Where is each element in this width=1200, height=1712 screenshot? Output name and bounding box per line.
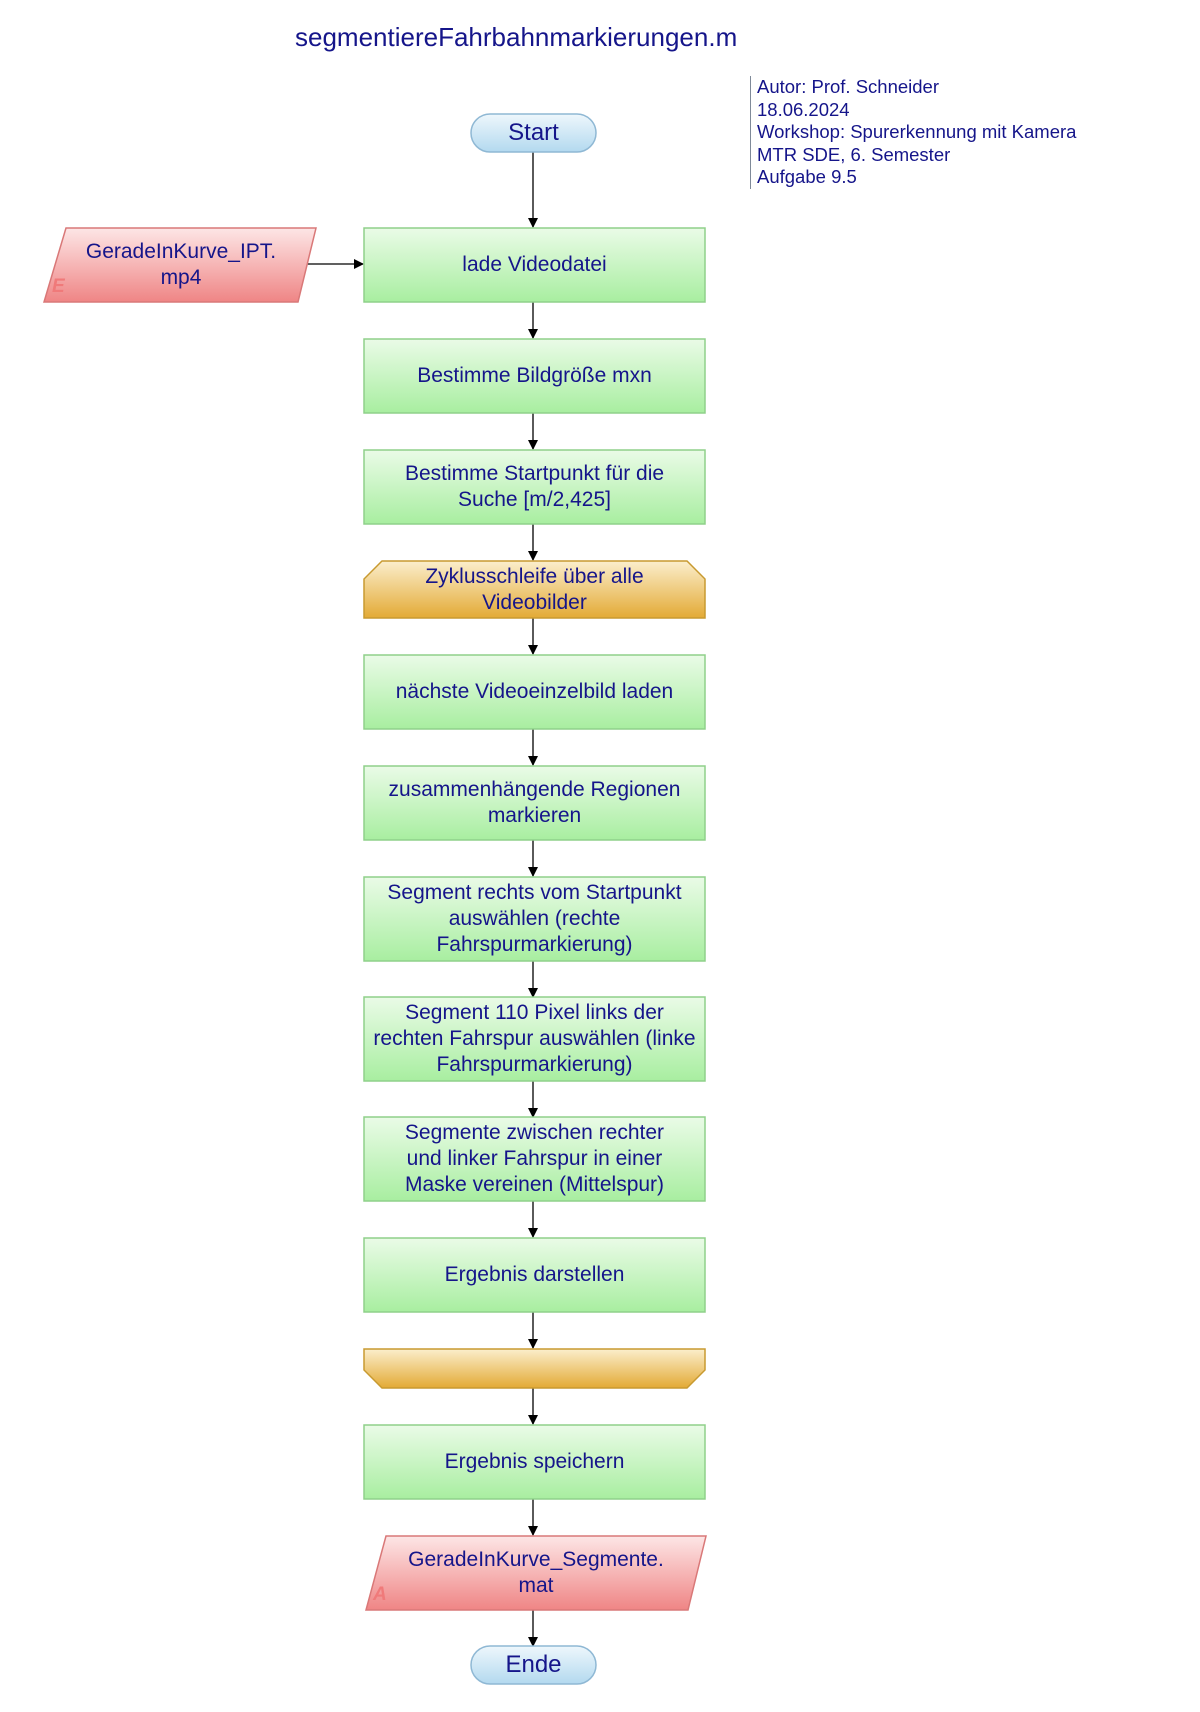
start-terminal xyxy=(470,113,597,153)
loop-end-shape xyxy=(363,1348,706,1389)
end-terminal xyxy=(470,1645,597,1685)
loop-start-label: Zyklusschleife über alle Videobilder xyxy=(425,564,644,614)
meta-date: 18.06.2024 xyxy=(757,98,850,120)
box-right-segment xyxy=(363,876,706,962)
box-merge-mask xyxy=(363,1116,706,1202)
show-result-label: Ergebnis darstellen xyxy=(444,1263,625,1286)
start-label: Start xyxy=(508,119,559,146)
loop-start-shape xyxy=(363,560,706,619)
output-parallelogram xyxy=(365,1535,707,1611)
output-marker: A xyxy=(373,1584,387,1605)
right-segment-label: Segment rechts vom Startpunkt auswählen … xyxy=(387,881,682,956)
box-start-point xyxy=(363,449,706,525)
next-frame-label: nächste Videoeinzelbild laden xyxy=(395,680,674,703)
diagram-title: segmentiereFahrbahnmarkierungen.m xyxy=(295,22,738,52)
box-image-size xyxy=(363,338,706,414)
box-load-video xyxy=(363,227,706,303)
output-file-label: GeradeInKurve_Segmente. mat xyxy=(408,1548,664,1597)
box-left-segment xyxy=(363,996,706,1082)
box-save-result xyxy=(363,1424,706,1500)
merge-mask-label: Segmente zwischen rechter und linker Fah… xyxy=(404,1121,665,1196)
meta-task: Aufgabe 9.5 xyxy=(757,166,857,187)
input-parallelogram xyxy=(42,227,317,303)
input-marker: E xyxy=(52,276,65,297)
label-regions-label: zusammenhängende Regionen markieren xyxy=(388,778,681,827)
box-label-regions xyxy=(363,765,706,841)
left-segment-label: Segment 110 Pixel links der rechten Fahr… xyxy=(373,1001,696,1076)
input-file-label: GeradeInKurve_IPT. mp4 xyxy=(85,240,277,289)
load-video-label: lade Videodatei xyxy=(462,253,607,276)
meta-course: MTR SDE, 6. Semester xyxy=(757,143,951,165)
image-size-label: Bestimme Bildgröße mxn xyxy=(417,364,652,387)
meta-author: Autor: Prof. Schneider xyxy=(757,76,940,97)
box-next-frame xyxy=(363,654,706,730)
meta-workshop: Workshop: Spurerkennung mit Kamera xyxy=(757,121,1077,142)
loop-end-label xyxy=(364,1349,705,1388)
box-show-result xyxy=(363,1237,706,1313)
end-label: Ende xyxy=(505,1651,562,1678)
start-point-label: Bestimme Startpunkt für die Suche [m/2,4… xyxy=(404,462,665,511)
metadata-block: Autor: Prof. Schneider 18.06.2024 Worksh… xyxy=(750,76,1076,189)
save-result-label: Ergebnis speichern xyxy=(444,1450,625,1473)
